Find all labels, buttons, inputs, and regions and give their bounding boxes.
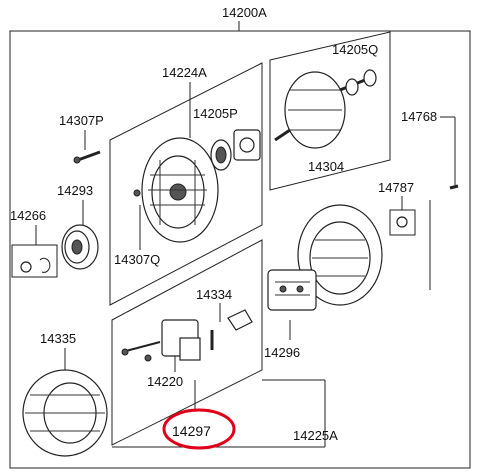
label-14225A[interactable]: 14225A xyxy=(293,428,338,443)
retainer-plate-part xyxy=(233,129,261,161)
rear-bolt-part xyxy=(449,184,459,190)
outer-frame xyxy=(9,30,471,469)
stator-part xyxy=(22,369,108,457)
regulator-part xyxy=(121,319,201,362)
front-group-box xyxy=(109,62,263,306)
pulley-part xyxy=(61,224,99,270)
label-14296[interactable]: 14296 xyxy=(264,345,300,360)
rear-group-box xyxy=(111,239,263,446)
brush-part xyxy=(210,309,253,350)
highlight-circle xyxy=(162,408,236,450)
label-14200A[interactable]: 14200A xyxy=(222,5,267,20)
label-14205P[interactable]: 14205P xyxy=(193,106,238,121)
label-14768[interactable]: 14768 xyxy=(401,109,437,124)
label-14304[interactable]: 14304 xyxy=(308,159,344,174)
rectifier-part xyxy=(267,269,317,311)
rear-nut-part xyxy=(389,209,416,236)
rear-bracket-part xyxy=(297,204,383,306)
label-14787[interactable]: 14787 xyxy=(378,180,414,195)
pulley-nut-part xyxy=(11,244,58,278)
label-14266[interactable]: 14266 xyxy=(10,208,46,223)
label-14224A[interactable]: 14224A xyxy=(162,65,207,80)
label-14307P[interactable]: 14307P xyxy=(59,113,104,128)
label-14293[interactable]: 14293 xyxy=(57,183,93,198)
screw-part xyxy=(73,150,101,164)
label-14334[interactable]: 14334 xyxy=(196,287,232,302)
rotor-part xyxy=(274,69,377,149)
rotor-group-box xyxy=(269,31,391,191)
label-14297[interactable]: 14297 xyxy=(172,423,211,439)
label-14205Q[interactable]: 14205Q xyxy=(332,42,378,57)
front-bearing-part xyxy=(210,139,232,171)
front-bracket-part xyxy=(141,137,219,243)
label-14220[interactable]: 14220 xyxy=(147,374,183,389)
label-14335[interactable]: 14335 xyxy=(40,331,76,346)
label-14307Q[interactable]: 14307Q xyxy=(114,252,160,267)
front-screw-part xyxy=(133,189,141,197)
